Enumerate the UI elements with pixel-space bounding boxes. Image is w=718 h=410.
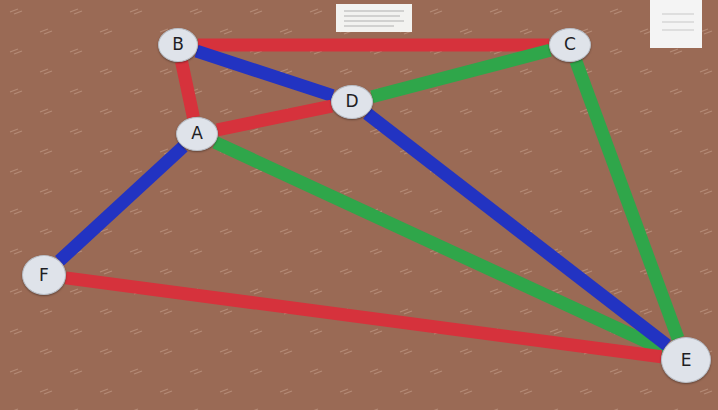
- ribbon-edge: [182, 62, 194, 118]
- ribbon-edge: [59, 147, 183, 261]
- ribbon-edge: [367, 114, 667, 346]
- node-circle: B: [158, 28, 198, 62]
- ribbon-edge: [372, 50, 550, 97]
- ribbon-edge: [66, 278, 661, 357]
- ribbon-edge: [198, 38, 549, 51]
- node-circle: C: [549, 28, 591, 62]
- node-circle: E: [661, 337, 711, 383]
- ribbon-edge: [197, 51, 333, 96]
- ribbon-edge: [217, 106, 331, 130]
- node-letter: A: [191, 125, 203, 142]
- paper-sheet: [336, 4, 412, 32]
- node-circle: F: [22, 255, 66, 295]
- node-letter: E: [681, 352, 692, 369]
- white-box: [650, 0, 702, 48]
- node-circle: D: [331, 85, 373, 119]
- node-letter: C: [564, 36, 576, 53]
- node-letter: D: [345, 93, 358, 110]
- ribbon-edge: [576, 61, 678, 338]
- node-circle: A: [176, 117, 218, 151]
- node-letter: B: [172, 36, 184, 53]
- node-letter: F: [39, 267, 49, 284]
